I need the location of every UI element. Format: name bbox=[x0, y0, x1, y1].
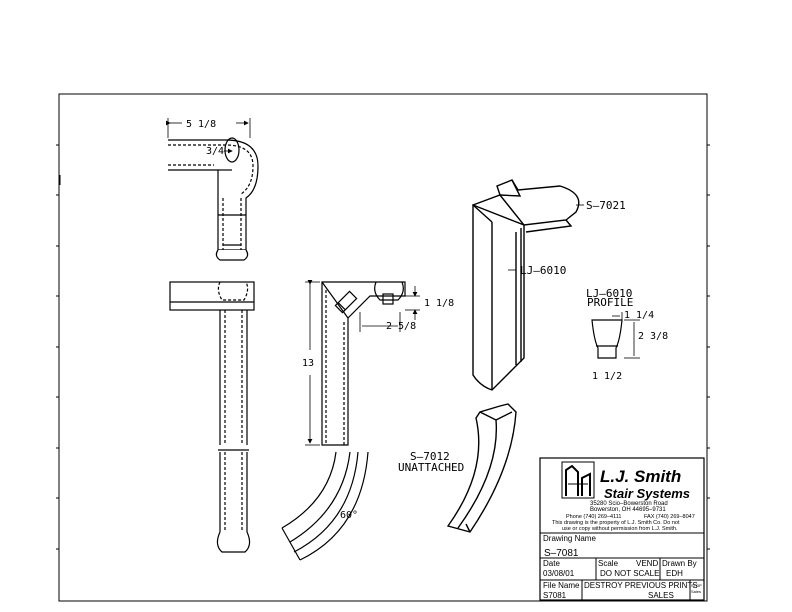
vend-label: VEND bbox=[636, 559, 658, 568]
scale-value: DO NOT SCALE bbox=[600, 569, 659, 578]
company-logo: L.J. Smith Stair Systems bbox=[561, 461, 690, 501]
bend-view bbox=[281, 451, 369, 561]
phone: Phone (740) 269–4111 bbox=[566, 514, 621, 520]
company-line1: L.J. Smith bbox=[600, 467, 681, 486]
profile-base-dim: 1 1/2 bbox=[592, 371, 622, 382]
dim-rise-side-label: 2 5/8 bbox=[386, 321, 416, 332]
destroy-note: DESTROY PREVIOUS PRINTS bbox=[584, 581, 698, 590]
drawing-name-value: S–7081 bbox=[544, 548, 579, 559]
stamp-line2: Sales bbox=[691, 589, 701, 594]
stamp-line1: STOP bbox=[691, 583, 702, 588]
date-label: Date bbox=[543, 559, 560, 568]
profile-title-line1: LJ–6010 bbox=[586, 287, 632, 300]
dim-top-width bbox=[166, 118, 251, 138]
dim-rise bbox=[359, 286, 420, 332]
dept-value: SALES bbox=[648, 591, 674, 600]
callout-lj6010: LJ–6010 bbox=[520, 264, 566, 277]
dim-height bbox=[305, 280, 320, 446]
dim-height-label: 13 bbox=[302, 358, 314, 369]
profile-shape bbox=[591, 319, 623, 359]
dim-angle-label: 60° bbox=[340, 510, 358, 521]
title-block: L.J. Smith Stair Systems 35280 Scio–Bowe… bbox=[539, 457, 705, 601]
side-elevation bbox=[321, 281, 406, 446]
profile-title-line2: PROFILE bbox=[587, 296, 633, 309]
dim-rise-top-label: 1 1/8 bbox=[424, 298, 454, 309]
date-value: 03/08/01 bbox=[543, 569, 575, 578]
plan-view bbox=[168, 137, 259, 261]
drawn-by-label: Drawn By bbox=[662, 559, 697, 568]
fax: FAX (740) 269–8047 bbox=[644, 514, 695, 520]
callout-s7012-line1: S–7012 bbox=[410, 450, 450, 463]
notice-line2: use or copy without permission from L.J.… bbox=[562, 526, 678, 532]
callout-leaders bbox=[508, 204, 584, 271]
profile-height-dim: 2 3/8 bbox=[638, 331, 668, 342]
file-name-value: S7081 bbox=[543, 591, 567, 600]
callout-s7012-line2: UNATTACHED bbox=[398, 461, 464, 474]
address-line1: 35280 Scio–Bowerston Road bbox=[590, 501, 668, 507]
callout-s7021: S–7021 bbox=[586, 199, 626, 212]
dim-top-width-label: 5 1/8 bbox=[186, 119, 216, 130]
border-ticks bbox=[56, 144, 710, 550]
drawing-name-label: Drawing Name bbox=[543, 534, 596, 543]
s7012-part bbox=[446, 403, 517, 533]
file-name-label: File Name bbox=[543, 581, 580, 590]
isometric-rail bbox=[472, 179, 580, 391]
address-line2: Bowerston, OH 44695–9731 bbox=[590, 507, 666, 513]
dim-top-radius-label: 3/4 bbox=[206, 146, 224, 157]
front-elevation bbox=[169, 281, 255, 553]
notice-line1: This drawing is the property of L.J. Smi… bbox=[552, 520, 680, 526]
profile-dims bbox=[612, 312, 640, 359]
scale-label: Scale bbox=[598, 559, 619, 568]
drawn-by-value: EDH bbox=[666, 569, 683, 578]
company-line2: Stair Systems bbox=[604, 486, 690, 501]
profile-top-dim: 1 1/4 bbox=[624, 310, 654, 321]
